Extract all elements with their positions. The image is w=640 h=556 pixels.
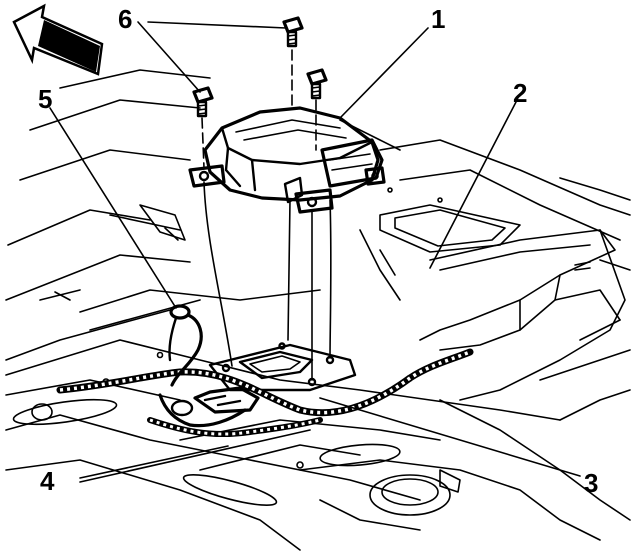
callout-label-5: 5 xyxy=(38,84,53,114)
alignment-lines xyxy=(201,49,317,169)
wiring-harness xyxy=(56,348,474,438)
mounting-bolt-right xyxy=(306,68,328,100)
callout-label-4: 4 xyxy=(40,466,55,496)
sensing-diagnostic-module xyxy=(188,106,386,214)
mounting-bolt-top xyxy=(282,16,304,48)
vehicle-floor-pan xyxy=(5,69,631,551)
mounting-bolt-left xyxy=(192,86,214,118)
callout-leaders xyxy=(49,21,581,483)
callout-label-1: 1 xyxy=(431,4,446,34)
callout-label-2: 2 xyxy=(513,78,528,108)
ground-wire xyxy=(168,304,203,387)
callout-label-6: 6 xyxy=(118,4,133,34)
forward-direction-arrow-icon xyxy=(12,3,104,76)
installation-guide-lines xyxy=(203,181,332,381)
callout-label-3: 3 xyxy=(584,468,599,498)
